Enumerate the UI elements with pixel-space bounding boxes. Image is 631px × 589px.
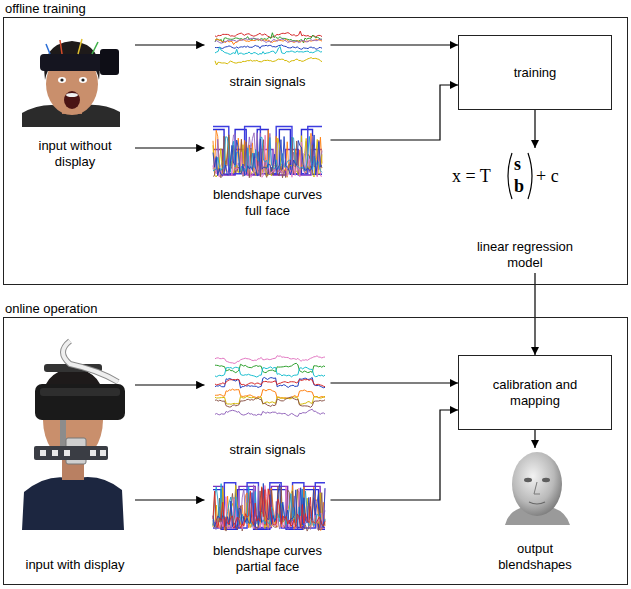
model-formula: x = T sb + c linear regression model xyxy=(450,148,600,273)
cable xyxy=(63,341,118,382)
signal-curve xyxy=(215,397,325,407)
bracket xyxy=(528,153,532,199)
render-eye xyxy=(524,478,532,482)
signal-curve xyxy=(215,389,325,398)
sensor-pad xyxy=(90,450,96,456)
signal-curve xyxy=(215,39,322,45)
blendshape-plot xyxy=(213,126,322,177)
formula-term: + c xyxy=(536,166,559,186)
signal-curve xyxy=(215,396,325,404)
flow-arrow xyxy=(534,273,535,355)
process-box: calibration and mapping xyxy=(458,355,612,430)
sensor-wire xyxy=(60,40,62,54)
render-nose xyxy=(534,482,540,494)
render-eye xyxy=(542,478,550,482)
section-heading: offline training xyxy=(5,1,86,17)
signal-plot: strain signals xyxy=(205,25,331,92)
signal-curve xyxy=(215,58,322,65)
flow-arrow xyxy=(331,382,459,383)
signal-curve xyxy=(215,47,322,55)
flow-arrow xyxy=(331,85,459,140)
sensor-pad xyxy=(64,450,70,456)
sensor-wire xyxy=(78,39,82,54)
formula-term: s xyxy=(514,154,521,174)
sensor-pad xyxy=(40,450,46,456)
blendshape-curve xyxy=(213,483,325,528)
node-label: strain signals xyxy=(209,74,327,90)
signal-curve xyxy=(215,367,325,377)
render-mouth xyxy=(529,502,545,504)
flow-arrow xyxy=(135,499,205,500)
section-panel: offline traininginput without displaystr… xyxy=(3,17,628,285)
node-label: input with display xyxy=(25,557,125,573)
signal-curve xyxy=(215,409,325,416)
render-head xyxy=(512,452,562,516)
cable xyxy=(63,341,118,382)
signal-curve xyxy=(215,379,325,386)
blendshape-curve xyxy=(213,135,322,177)
headset-detail xyxy=(40,388,120,396)
sensor-box xyxy=(100,49,119,75)
signal-plot: strain signals xyxy=(205,340,331,460)
signal-curve xyxy=(215,377,325,388)
bracket xyxy=(508,153,512,199)
clothing xyxy=(22,477,124,530)
signal-plot: blendshape curves partial face xyxy=(205,465,331,577)
flow-arrow xyxy=(135,384,205,385)
flow-arrow xyxy=(331,410,459,500)
pupil xyxy=(60,78,63,81)
signal-curve xyxy=(215,45,322,49)
eye xyxy=(58,77,66,83)
sensor-wire xyxy=(92,42,98,54)
teeth xyxy=(66,93,78,97)
sensor-bracket xyxy=(60,420,66,446)
mouth xyxy=(64,91,80,109)
node-label: input without display xyxy=(25,138,125,170)
node-label: blendshape curves partial face xyxy=(209,543,327,575)
sensor-pad xyxy=(52,450,58,456)
strain-plot xyxy=(215,31,322,65)
node-label: blendshape curves full face xyxy=(209,187,327,219)
flow-arrow xyxy=(135,44,205,45)
node-label: calibration and mapping xyxy=(485,377,585,409)
input-photo: input with display xyxy=(15,330,135,575)
flow-arrow xyxy=(534,110,535,148)
signal-curve xyxy=(215,38,322,43)
formula-term: b xyxy=(514,176,524,196)
process-box: training xyxy=(458,35,612,110)
blendshape-curve xyxy=(213,135,322,176)
node-label: training xyxy=(465,65,605,81)
input-photo: input without display xyxy=(15,27,135,172)
eye xyxy=(79,77,87,83)
blendshape-curve xyxy=(213,488,325,529)
sensor-pad xyxy=(100,450,106,456)
output-render: output blendshapes xyxy=(470,448,600,575)
formula-term: x = T xyxy=(452,166,491,186)
section-heading: online operation xyxy=(5,301,98,317)
headset xyxy=(35,384,125,420)
blendshape-curve xyxy=(213,136,322,178)
blendshape-plot xyxy=(213,483,325,531)
signal-curve xyxy=(215,31,322,38)
node-label: strain signals xyxy=(209,442,327,458)
pupil xyxy=(81,78,84,81)
node-label: output blendshapes xyxy=(495,541,575,573)
sensor-bar xyxy=(34,446,108,460)
flow-arrow xyxy=(534,430,535,448)
sensor-wire xyxy=(46,44,50,54)
flow-arrow xyxy=(331,44,459,45)
signal-plot: blendshape curves full face xyxy=(205,113,331,221)
strain-plot xyxy=(215,356,325,417)
node-label: linear regression model xyxy=(465,239,585,271)
flow-arrow xyxy=(135,147,205,148)
signal-curve xyxy=(215,356,325,364)
section-panel: online operationinput with displaystrain… xyxy=(3,317,628,585)
blendshape-curve xyxy=(213,135,322,178)
